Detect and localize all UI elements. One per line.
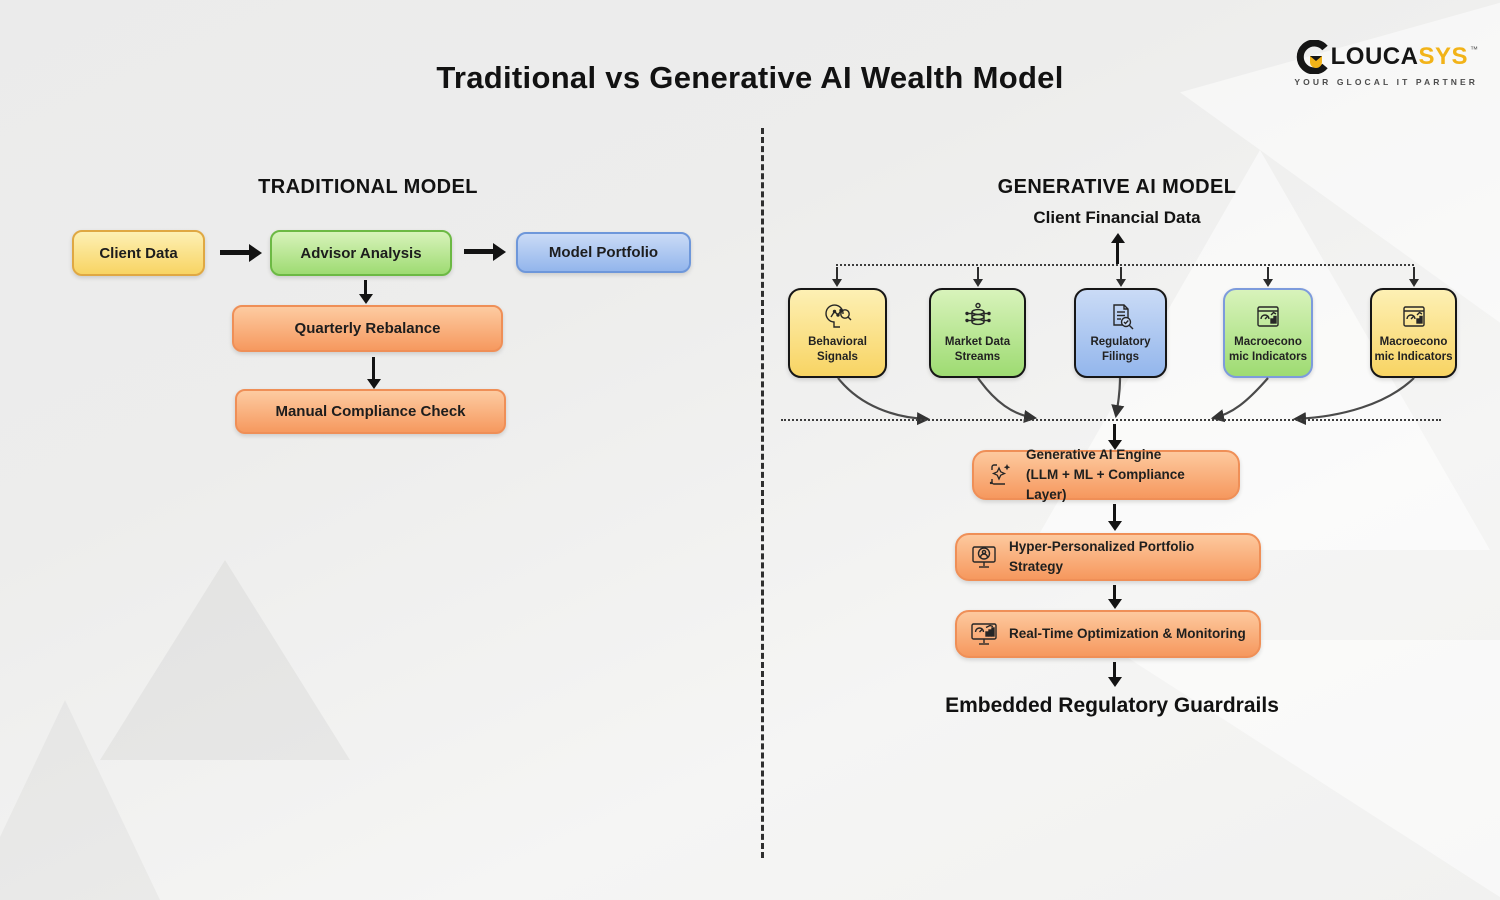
advisor-analysis-label: Advisor Analysis [300, 244, 422, 262]
model-portfolio-label: Model Portfolio [548, 244, 659, 261]
manual-compliance-node: Manual Compliance Check [235, 389, 506, 434]
background-triangle [1100, 640, 1500, 900]
arrow-to-engine [1113, 424, 1116, 441]
arrow-engine-to-strategy [1113, 504, 1116, 522]
macroeconomic-indicators-icon [1252, 301, 1284, 333]
generative-model-heading: GENERATIVE AI MODEL [997, 176, 1237, 198]
arrow-advisor-to-rebalance [364, 280, 367, 295]
background-triangle [0, 700, 160, 900]
behavioral-signals-icon [822, 301, 854, 333]
embedded-guardrails-label: Embedded Regulatory Guardrails [945, 694, 1279, 717]
loucasys-logo-icon [1295, 40, 1329, 74]
aggregation-dotted-line [781, 419, 1441, 421]
logo-text-black: LOUCA [1330, 43, 1419, 70]
converging-arrows [837, 377, 1415, 426]
regulatory-filings-icon [1105, 301, 1137, 333]
quarterly-rebalance-node: Quarterly Rebalance [232, 305, 503, 352]
arrow-up-to-client-financial-data [1116, 242, 1119, 264]
arrow-monitoring-to-guardrails [1113, 662, 1116, 678]
arrow-strategy-to-monitoring [1113, 585, 1116, 600]
client-data-node: Client Data [72, 230, 205, 276]
company-logo: LOUCASYS ™ YOUR GLOCAL IT PARTNER [1282, 40, 1478, 87]
ai-sparkle-icon [986, 460, 1016, 490]
portfolio-strategy-node: Hyper-Personalized Portfolio Strategy [955, 533, 1261, 581]
advisor-analysis-node: Advisor Analysis [270, 230, 452, 276]
realtime-monitoring-label: Real-Time Optimization & Monitoring [1009, 625, 1246, 641]
logo-tagline: YOUR GLOCAL IT PARTNER [1294, 77, 1478, 87]
trademark-symbol: ™ [1470, 44, 1478, 54]
arrow-rebalance-to-compliance [372, 357, 375, 380]
arrow-to-behavioral-signals [836, 267, 838, 279]
realtime-monitoring-node: Real-Time Optimization & Monitoring [955, 610, 1261, 658]
portfolio-strategy-label: Hyper-Personalized Portfolio Strategy [1009, 538, 1195, 574]
arrow-advisor-to-portfolio [464, 249, 494, 254]
arrow-to-macro-indicators-2 [1413, 267, 1415, 279]
section-divider [761, 128, 764, 858]
market-data-streams-icon [962, 301, 994, 333]
macroeconomic-indicators-icon [1398, 301, 1430, 333]
logo-wordmark: LOUCASYS [1331, 45, 1468, 69]
arrow-client-to-advisor [220, 250, 250, 255]
background-triangle [100, 560, 350, 760]
logo-text-gold: SYS [1418, 43, 1468, 70]
arrow-to-macro-indicators-1 [1267, 267, 1269, 279]
arrow-to-regulatory-filings [1120, 267, 1122, 279]
page-title: Traditional vs Generative AI Wealth Mode… [436, 60, 1064, 95]
manual-compliance-label: Manual Compliance Check [275, 403, 466, 420]
generative-ai-engine-label: Generative AI Engine(LLM + ML + Complian… [1026, 446, 1185, 503]
realtime-monitoring-icon [969, 619, 999, 649]
model-portfolio-node: Model Portfolio [516, 232, 691, 273]
distribution-dotted-line [836, 264, 1414, 266]
quarterly-rebalance-label: Quarterly Rebalance [294, 320, 441, 337]
client-data-label: Client Data [99, 244, 178, 262]
generative-ai-engine-node: Generative AI Engine(LLM + ML + Complian… [972, 447, 1240, 502]
personalized-portfolio-icon [969, 542, 999, 572]
traditional-model-heading: TRADITIONAL MODEL [258, 176, 478, 198]
client-financial-data-label: Client Financial Data [1033, 208, 1201, 227]
arrow-to-market-data [977, 267, 979, 279]
